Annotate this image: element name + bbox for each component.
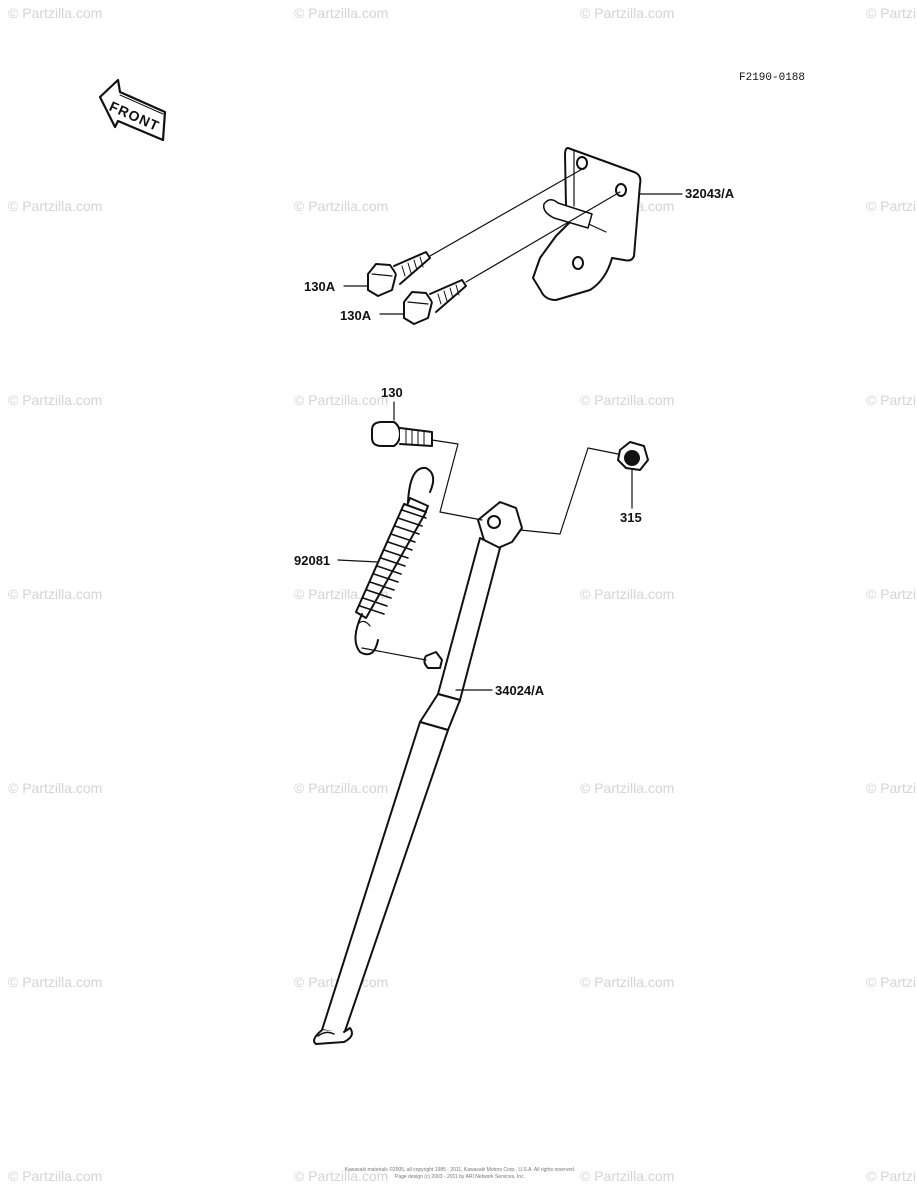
bolt-130 (371, 421, 433, 447)
watermark-text: © Partzilla.com (294, 780, 389, 796)
watermark-text: © Partzilla.com (294, 5, 389, 21)
label-32043: 32043/A (685, 186, 735, 201)
watermark-text: © Partzilla.com (8, 392, 103, 408)
watermark-text: © Partzilla.com (866, 1168, 917, 1184)
label-130a-lower: 130A (340, 308, 372, 323)
watermark-text: © Partzilla.com (294, 198, 389, 214)
diagram-code: F2190-0188 (739, 72, 806, 84)
bolt-130a-lower (403, 279, 467, 325)
nut-315 (617, 441, 649, 471)
label-130: 130 (381, 385, 403, 400)
watermark-text: © Partzilla.com (8, 974, 103, 990)
watermark-text: © Partzilla.com (8, 1168, 103, 1184)
watermark-text: © Partzilla.com (294, 392, 389, 408)
side-stand-34024 (313, 501, 523, 1045)
watermark-text: © Partzilla.com (580, 780, 675, 796)
copyright-footer: Kawasaki materials ©2005, all copyright … (330, 1167, 590, 1181)
footer-line-2: Page design (c) 2003 - 2011 by ARI Netwo… (395, 1174, 525, 1180)
watermark-text: © Partzilla.com (866, 198, 917, 214)
watermark-text: © Partzilla.com (580, 5, 675, 21)
watermark-text: © Partzilla.com (294, 1168, 389, 1184)
label-92081: 92081 (294, 553, 331, 568)
label-315: 315 (620, 510, 642, 525)
watermark-text: © Partzilla.com (8, 5, 103, 21)
watermark-text: © Partzilla.com (866, 392, 917, 408)
spring-92081 (354, 466, 435, 656)
watermark-text: © Partzilla.com (866, 586, 917, 602)
watermark-text: © Partzilla.com (8, 198, 103, 214)
watermark-text: © Partzilla.com (8, 586, 103, 602)
watermark-text: © Partzilla.com (580, 392, 675, 408)
watermark-text: © Partzilla.com (580, 586, 675, 602)
front-arrow-icon (98, 78, 167, 142)
watermark-text: © Partzilla.com (580, 974, 675, 990)
footer-line-1: Kawasaki materials ©2005, all copyright … (344, 1167, 576, 1173)
watermark-text: © Partzilla.com (580, 1168, 675, 1184)
watermark-text: © Partzilla.com (866, 974, 917, 990)
watermark-text: © Partzilla.com (866, 780, 917, 796)
watermark-text: © Partzilla.com (8, 780, 103, 796)
label-130a-upper: 130A (304, 279, 336, 294)
bracket-32043 (532, 147, 642, 301)
label-34024: 34024/A (495, 683, 545, 698)
bolt-130a-upper (367, 251, 431, 297)
watermark-text: © Partzilla.com (866, 5, 917, 21)
